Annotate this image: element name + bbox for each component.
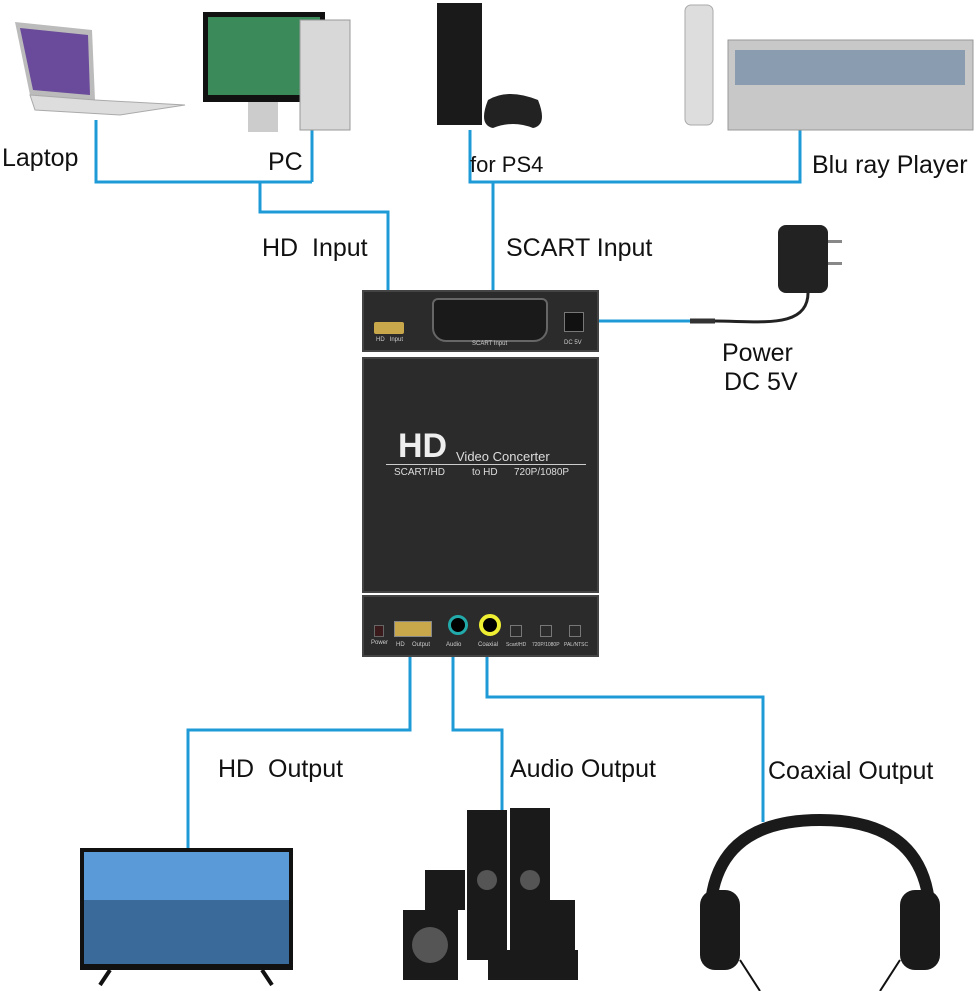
- ps4-bluray-cable: [468, 130, 802, 184]
- hd-output-cable: [186, 635, 412, 850]
- audio-output-cable: [451, 628, 504, 812]
- scart-hd-button[interactable]: [510, 625, 522, 637]
- pal-ntsc-button-label: PAL/NTSC: [564, 642, 589, 648]
- device-top-panel: HD Input SCART Input DC 5V: [362, 290, 599, 352]
- label-dc5v: DC 5V: [724, 368, 798, 396]
- speakers-icon: [403, 808, 578, 980]
- power-led-label: Power: [371, 640, 389, 646]
- scart-port: [432, 298, 548, 342]
- output-label: Output: [412, 642, 431, 648]
- hd-input-cable: [258, 182, 390, 330]
- resolution-button-label: 720P/1080P: [532, 642, 560, 648]
- hdmi-output-port: [394, 621, 432, 637]
- audio-port-label: Audio: [446, 642, 462, 648]
- label-ps4: for PS4: [470, 152, 544, 177]
- device-body: HD Video Concerter SCART/HD to HD 720P/1…: [362, 357, 599, 593]
- resolution-button[interactable]: [540, 625, 552, 637]
- label-bluray: Blu ray Player: [812, 151, 968, 179]
- dc-port-label: DC 5V: [564, 340, 582, 346]
- laptop-icon: [15, 22, 186, 116]
- label-pc: PC: [268, 148, 303, 176]
- dc-port: [564, 312, 584, 332]
- device-spec-c: 720P/1080P: [514, 467, 570, 478]
- device-spec-b: to HD: [472, 467, 498, 478]
- power-led: [374, 625, 384, 637]
- pc-icon: [203, 12, 351, 132]
- hd-input-port-label: HD Input: [376, 337, 404, 343]
- device-brand: HD: [398, 427, 448, 465]
- coaxial-port-label: Coaxial: [478, 642, 499, 648]
- label-power: Power: [722, 339, 793, 367]
- scart-port-label: SCART Input: [472, 341, 508, 347]
- pal-ntsc-button[interactable]: [569, 625, 581, 637]
- label-hd-output: HD Output: [218, 755, 344, 783]
- laptop-cable: [94, 120, 312, 184]
- coaxial-port: [479, 614, 501, 636]
- bluray-player-icon: [684, 4, 974, 131]
- label-coaxial-output: Coaxial Output: [768, 757, 934, 785]
- label-hd-input: HD Input: [262, 234, 368, 262]
- device-bottom-panel: Power HD Output Audio Coaxial Scart/HD 7…: [362, 595, 599, 657]
- hd-output-label: HD: [396, 642, 405, 648]
- tv-icon: [80, 848, 293, 987]
- label-audio-output: Audio Output: [510, 755, 656, 783]
- device-subtitle: Video Concerter: [456, 449, 550, 464]
- hdmi-input-port: [374, 322, 404, 334]
- label-laptop: Laptop: [2, 144, 79, 172]
- ps4-icon: [437, 3, 542, 128]
- label-scart-input: SCART Input: [506, 234, 653, 262]
- scart-hd-button-label: Scart/HD: [506, 642, 527, 648]
- device-spec-a: SCART/HD: [394, 467, 445, 478]
- power-adapter-icon: [690, 225, 842, 324]
- coaxial-output-cable: [485, 628, 765, 822]
- audio-port: [448, 615, 468, 635]
- headphones-icon: [700, 813, 940, 991]
